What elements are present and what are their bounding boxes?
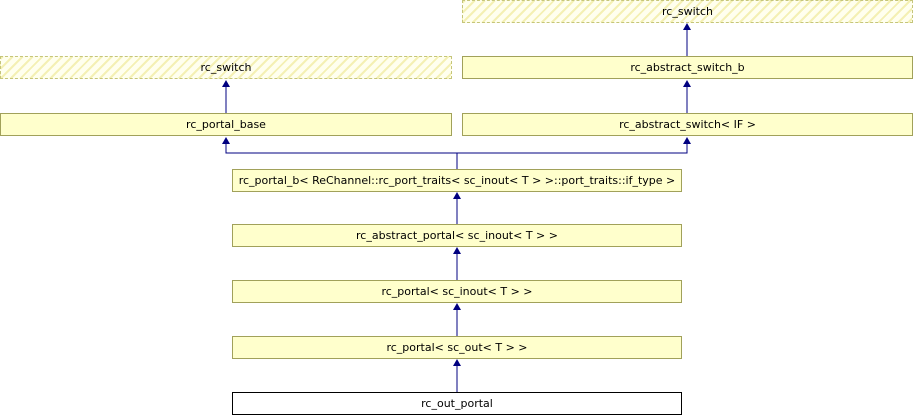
class-node-rc-portal-base[interactable]: rc_portal_base bbox=[0, 113, 452, 136]
class-node-rc-switch-left[interactable]: rc_switch bbox=[0, 56, 452, 79]
arrowhead-icon bbox=[453, 303, 461, 310]
class-node-rc-abstract-portal[interactable]: rc_abstract_portal< sc_inout< T > > bbox=[232, 224, 682, 247]
arrowhead-icon bbox=[683, 80, 691, 87]
arrowhead-icon bbox=[222, 80, 230, 87]
arrowhead-icon bbox=[222, 137, 230, 144]
edge-portal-b-to-abstract-switch-if bbox=[457, 144, 688, 154]
class-node-rc-abstract-switch-if[interactable]: rc_abstract_switch< IF > bbox=[462, 113, 913, 136]
arrowhead-icon bbox=[453, 247, 461, 254]
class-node-rc-portal-b[interactable]: rc_portal_b< ReChannel::rc_port_traits< … bbox=[232, 169, 682, 192]
class-node-rc-switch-right[interactable]: rc_switch bbox=[462, 0, 913, 23]
class-node-rc-abstract-switch-b[interactable]: rc_abstract_switch_b bbox=[462, 56, 913, 79]
arrowhead-icon bbox=[453, 192, 461, 199]
edge-portal-b-to-portal-base bbox=[225, 144, 458, 169]
arrowhead-icon bbox=[683, 137, 691, 144]
arrowhead-icon bbox=[453, 359, 461, 366]
class-node-rc-portal-out[interactable]: rc_portal< sc_out< T > > bbox=[232, 336, 682, 359]
arrowhead-icon bbox=[683, 23, 691, 30]
class-node-rc-out-portal: rc_out_portal bbox=[232, 392, 682, 415]
class-node-rc-portal-inout[interactable]: rc_portal< sc_inout< T > > bbox=[232, 280, 682, 303]
